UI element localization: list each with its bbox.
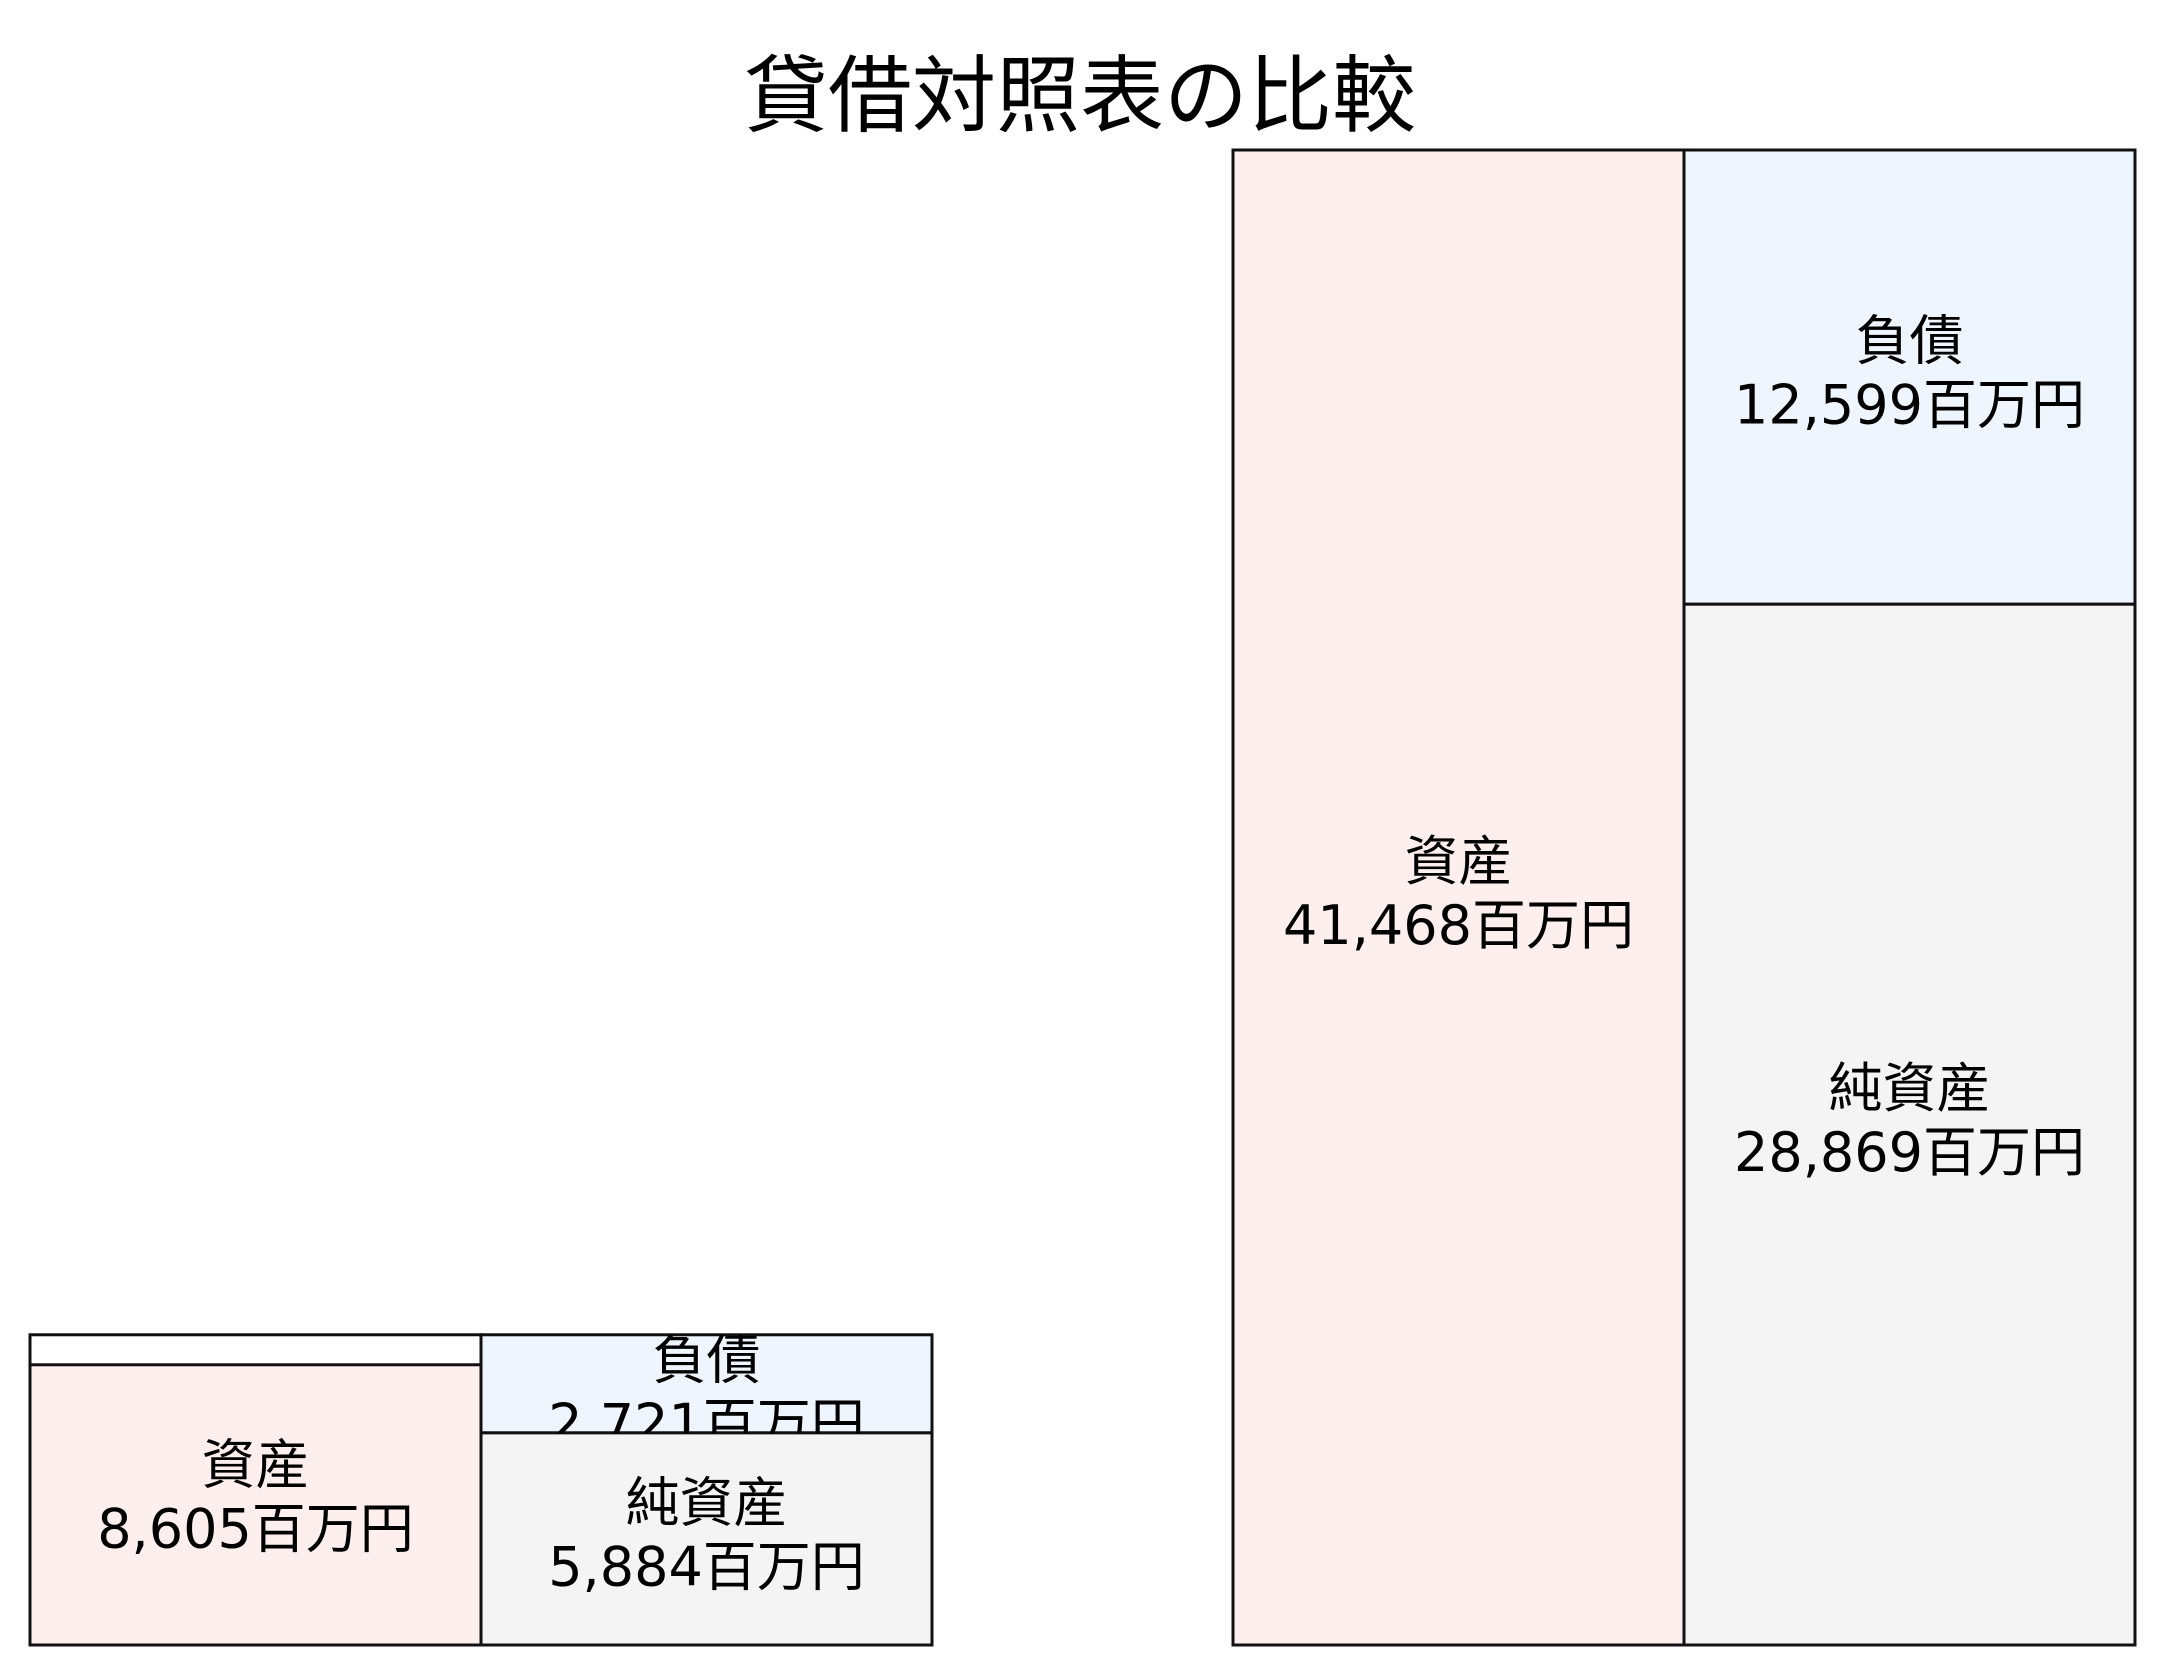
sheet-1-asset-label: 資産 [202, 1434, 310, 1497]
sheet-2-net-assets-label: 純資産 [1829, 1057, 1991, 1120]
sheet-2-asset-label: 資産 [1405, 830, 1513, 893]
sheet-1-liability-block [479, 1333, 934, 1435]
sheet-2-asset-value: 41,468百万円 [1283, 894, 1634, 957]
sheet-2-liability-value: 12,599百万円 [1734, 374, 2085, 437]
sheet-2-liability-label: 負債 [1856, 310, 1964, 373]
sheet-2-liability-block [1682, 148, 2137, 606]
sheet-1-net-assets-label: 純資産 [626, 1472, 788, 1535]
sheet-2-net-assets-value: 28,869百万円 [1734, 1121, 2085, 1184]
sheet-1-asset-block [28, 1363, 483, 1647]
sheet-1-asset-value: 8,605百万円 [97, 1498, 414, 1561]
chart-title: 貸借対照表の比較 [743, 47, 1416, 145]
sheet-1-net-assets-value: 5,884百万円 [548, 1536, 865, 1599]
sheet-1-net-assets-block [479, 1431, 934, 1647]
sheet-2-asset-block [1231, 148, 1686, 1647]
sheet-1-liability-value: 2,721百万円 [548, 1392, 865, 1455]
sheet-1-liability-label: 負債 [653, 1328, 761, 1391]
sheet-2-net-assets-block [1682, 602, 2137, 1647]
